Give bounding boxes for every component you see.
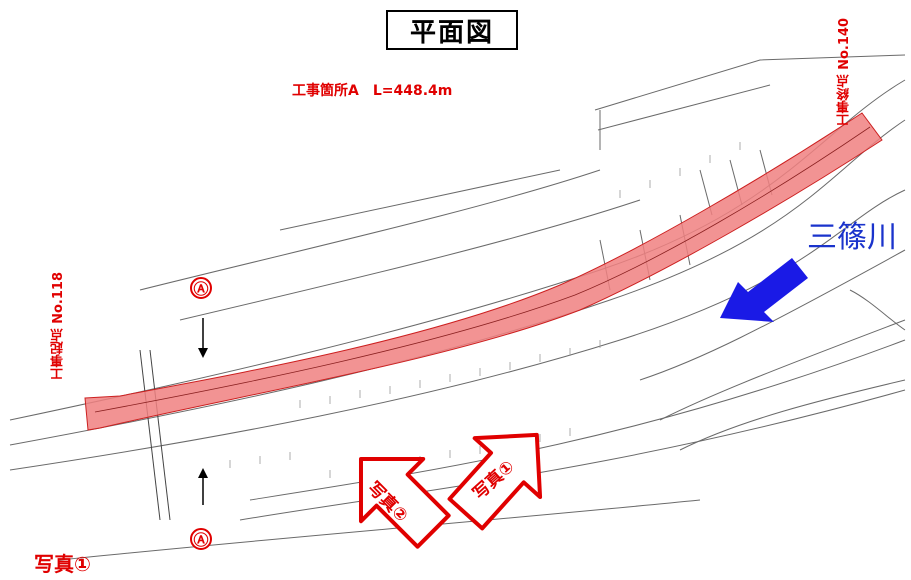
end-point-name: 工事終点	[837, 74, 852, 127]
background-hatching	[229, 142, 741, 478]
photo1-arrow	[447, 432, 543, 531]
end-point-label: 工事終点 No.140	[837, 18, 852, 127]
photo-caption: 写真①	[34, 552, 91, 576]
river-flow-arrow	[720, 258, 808, 322]
construction-section-highlight	[84, 112, 883, 431]
section-marker-bottom: Ⓐ	[190, 528, 212, 550]
drawing-title: 平面図	[386, 10, 518, 50]
start-point-label: 工事起点 No.118	[51, 272, 66, 381]
start-point-number: No.118	[51, 272, 66, 324]
end-point-number: No.140	[837, 18, 852, 70]
start-point-name: 工事起点	[51, 328, 66, 381]
section-marker-top: Ⓐ	[190, 277, 212, 299]
background-linework	[9, 54, 906, 561]
photo2-arrow	[358, 456, 451, 549]
river-name-label: 三篠川	[807, 220, 897, 255]
construction-site-label: 工事箇所A L=448.4m	[292, 83, 453, 99]
section-a-arrowhead-bottom	[198, 468, 208, 478]
section-a-arrowhead-top	[198, 348, 208, 358]
highlight-inner-line	[94, 126, 871, 413]
